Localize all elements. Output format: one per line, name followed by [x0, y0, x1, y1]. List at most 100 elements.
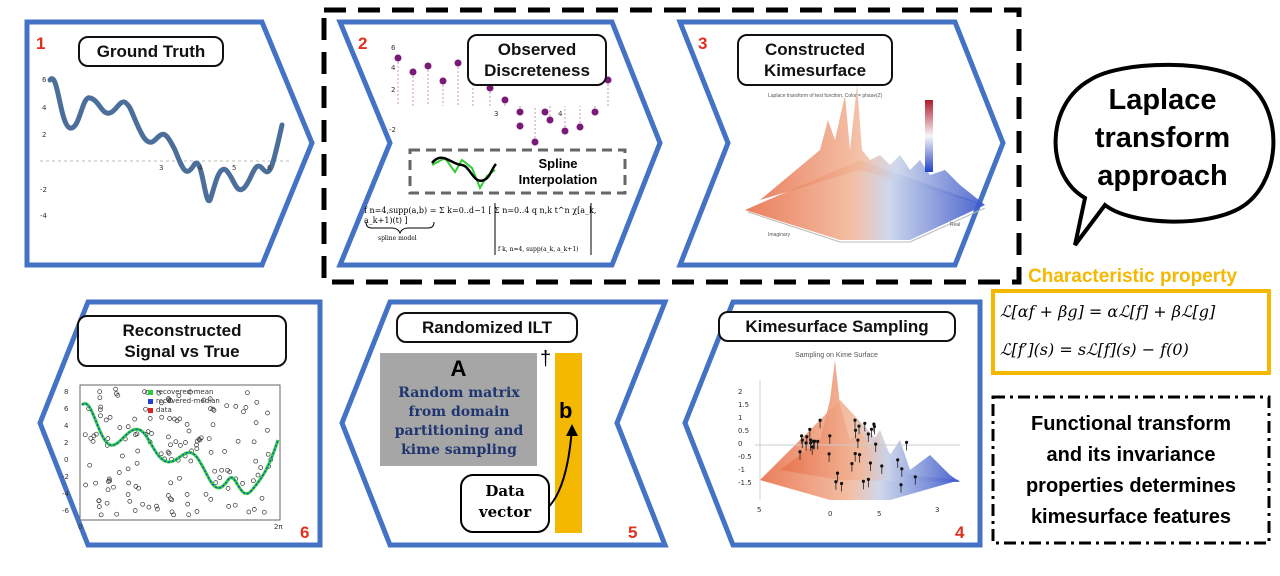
p6-ytick-0: 8 [64, 388, 69, 396]
sample-point [800, 434, 804, 438]
scatter-point [114, 391, 119, 397]
scatter-point [265, 410, 270, 416]
sample-point [861, 479, 866, 483]
sample-point [805, 435, 809, 439]
kimesurface-spikes [780, 360, 960, 482]
scatter-point [159, 400, 164, 406]
scatter-point [111, 484, 116, 490]
functional-box [991, 395, 1271, 545]
p4-xtick-3: 3 [935, 506, 940, 514]
scatter-point [219, 467, 225, 473]
sample-point [896, 458, 900, 462]
scatter-point [135, 448, 141, 454]
scatter-point [251, 478, 256, 484]
scatter-point [132, 508, 138, 513]
scatter-point [225, 486, 231, 491]
sample-point [834, 480, 838, 484]
sample-point [866, 432, 870, 436]
sample-point [808, 427, 812, 431]
scatter-point [185, 501, 191, 507]
sample-point [835, 471, 840, 475]
scatter-point [235, 438, 241, 444]
scatter-point [201, 397, 207, 403]
formula-under-fk: f k, n=4, supp(a_k, a_k+1) [498, 246, 579, 253]
title-kimesurface-sampling: Kimesurface Sampling [718, 311, 956, 342]
scatter-point [147, 416, 153, 421]
scatter-point [211, 408, 217, 413]
sample-point [816, 439, 820, 443]
scatter-point [87, 462, 93, 468]
scatter-point [156, 390, 162, 396]
p2-tick-2: 2 [391, 86, 396, 94]
scatter-point [97, 407, 103, 413]
scatter-point [107, 478, 113, 484]
scatter-point [88, 436, 94, 441]
scatter-point [140, 501, 145, 507]
p6-ytick-3: 2 [64, 439, 69, 447]
scatter-point [224, 403, 230, 409]
p4-xtick-0: 5 [757, 506, 762, 514]
scatter-point [145, 429, 151, 434]
bubble-line1: Laplace [1108, 84, 1217, 116]
scatter-point [178, 443, 183, 448]
scatter-point [186, 512, 192, 518]
sample-point [856, 438, 860, 442]
sample-point [850, 462, 854, 466]
scatter-point [198, 435, 204, 441]
scatter-point [166, 434, 171, 440]
scatter-point [134, 431, 140, 437]
sample-point [858, 453, 862, 457]
scatter-point [165, 493, 171, 498]
scatter-point [255, 472, 261, 478]
legend-label-mean: recovered-mean [156, 388, 214, 396]
kimesurface-constructed [745, 160, 985, 240]
data-arrowhead [566, 424, 578, 436]
sample-point [857, 424, 861, 428]
scatter-point [251, 439, 257, 445]
scatter-point [106, 476, 112, 482]
panel-number-4: 4 [955, 523, 965, 542]
panel-number-2: 2 [358, 34, 368, 53]
data-vector-line1: Data [485, 482, 525, 500]
scatter-point [168, 496, 173, 502]
scatter-point [188, 458, 194, 464]
sample-point [827, 452, 831, 456]
scatter-point [127, 498, 133, 504]
scatter-point [177, 475, 182, 481]
scatter-point [82, 432, 88, 438]
panel-number-6: 6 [300, 523, 310, 542]
scatter-point [165, 449, 171, 455]
colorbar-3 [925, 100, 933, 172]
scatter-point [168, 442, 173, 448]
p4-plot-title: Sampling on Kime Surface [795, 352, 878, 359]
scatter-point [212, 468, 218, 474]
scatter-point [210, 422, 216, 428]
p4-xtick-1: 0 [828, 510, 833, 518]
sample-point [905, 440, 909, 444]
bubble-text: Laplace transform approach [1075, 81, 1250, 195]
scatter-point [143, 406, 148, 412]
vector-b-bar [555, 353, 582, 533]
sample-point [853, 452, 857, 456]
scatter-point [132, 416, 138, 422]
title-reconstructed: Reconstructed Signal vs True [77, 315, 287, 367]
sample-point [880, 464, 884, 468]
scatter-point [246, 509, 252, 515]
formula-brackets [494, 203, 592, 255]
scatter-point [186, 428, 192, 434]
sample-point [818, 418, 822, 422]
p4-ztick-6: -1 [738, 466, 745, 474]
sample-point [869, 427, 874, 431]
recovered-curve-median [81, 402, 279, 495]
p4-ztick-1: 1.5 [738, 401, 750, 409]
scatter-point [83, 482, 88, 488]
legend-swatch-median [148, 399, 153, 404]
scatter-point [105, 487, 111, 493]
p1-tick-2: 2 [42, 131, 47, 139]
sample-point [853, 418, 857, 422]
sample-point [872, 422, 876, 426]
p4-ztick-2: 1 [738, 414, 743, 422]
p6-ytick-6: -4 [62, 490, 69, 498]
